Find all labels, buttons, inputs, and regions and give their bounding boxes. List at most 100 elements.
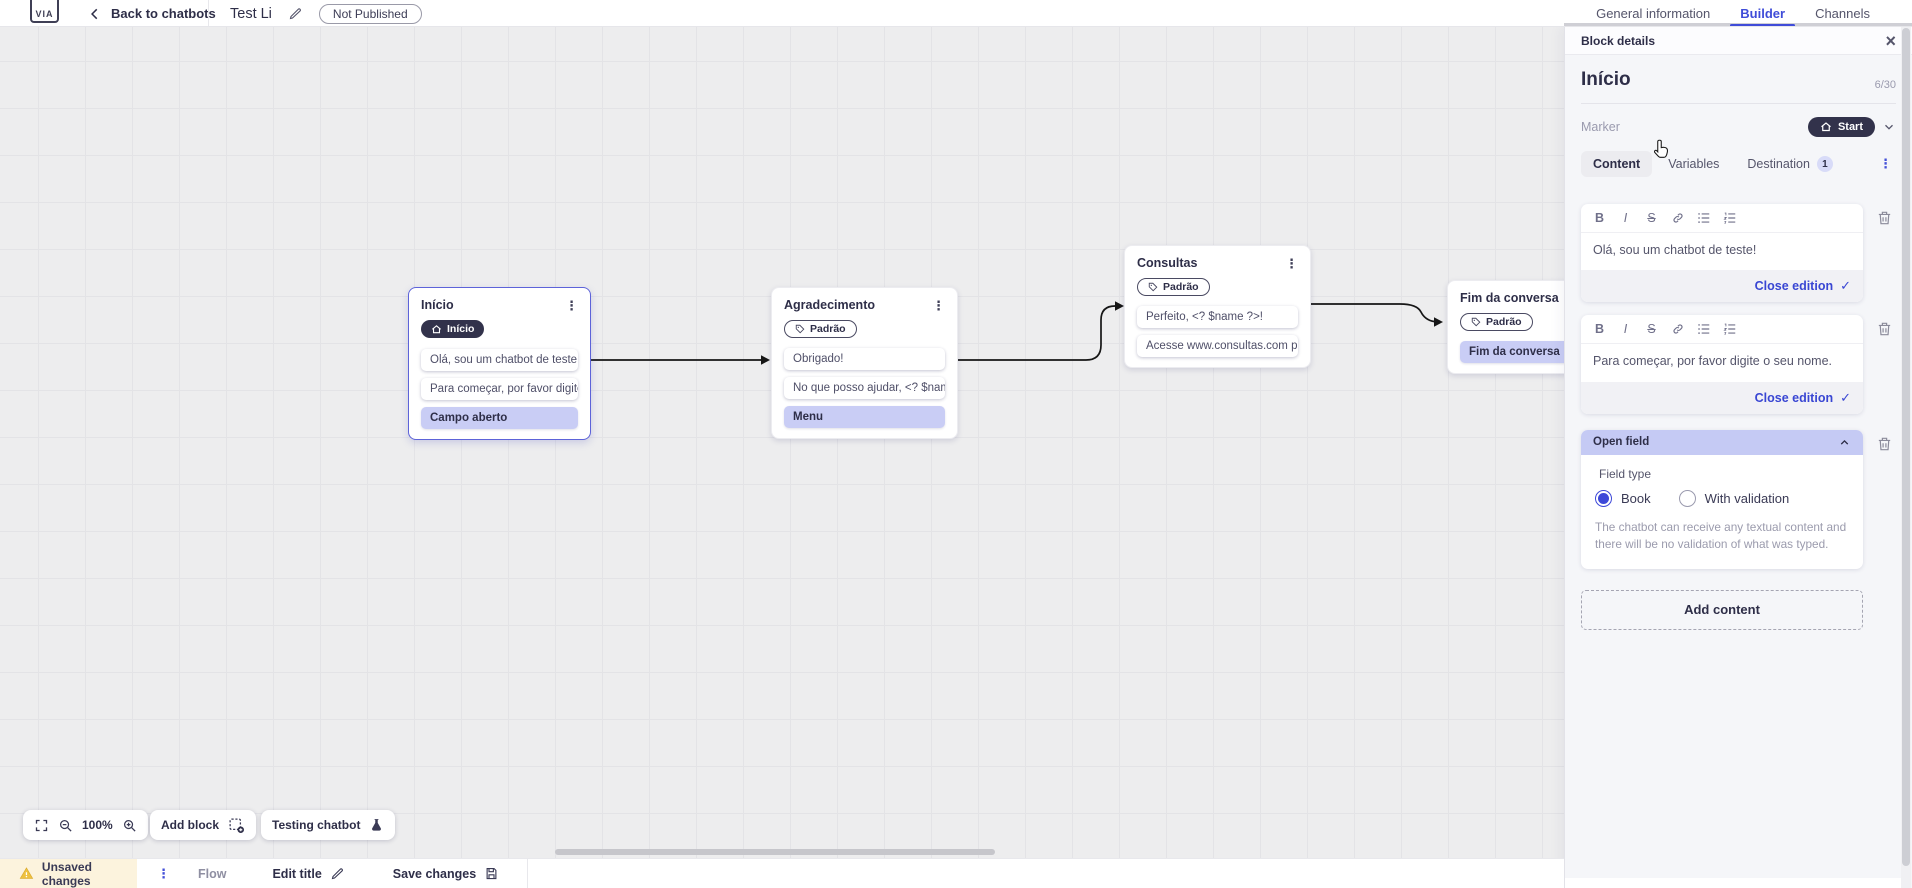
block-content-item[interactable]: Para começar, por favor digite o ... bbox=[421, 377, 578, 400]
flow-block-inicio[interactable]: Início ⋮ Início Olá, sou um chatbot de t… bbox=[408, 287, 591, 440]
flow-block-agradecimento[interactable]: Agradecimento ⋮ Padrão Obrigado! No que p… bbox=[771, 287, 958, 439]
block-marker-start: Início bbox=[421, 320, 485, 338]
close-panel-icon[interactable]: × bbox=[1885, 30, 1896, 51]
radio-dot bbox=[1595, 489, 1612, 507]
edit-title-pencil-icon[interactable] bbox=[288, 6, 303, 21]
block-marker-default: Padrão bbox=[784, 320, 857, 338]
name-char-counter: 6/30 bbox=[1874, 79, 1896, 91]
close-edition-link[interactable]: Close edition bbox=[1754, 279, 1834, 294]
block-content-item[interactable]: Obrigado! bbox=[784, 348, 945, 370]
bold-icon[interactable]: B bbox=[1594, 322, 1605, 337]
statusbar-menu-icon[interactable]: ⋮ bbox=[157, 865, 170, 881]
home-icon bbox=[432, 324, 441, 333]
delete-content-icon[interactable] bbox=[1876, 320, 1896, 338]
chevron-up-icon[interactable] bbox=[1838, 436, 1851, 449]
tab-channels[interactable]: Channels bbox=[1815, 6, 1870, 21]
bold-icon[interactable]: B bbox=[1594, 211, 1605, 225]
text-editor-card: B I S Para começar, por favor digite o s… bbox=[1581, 315, 1863, 414]
block-items: Obrigado! No que posso ajudar, <? $name .… bbox=[784, 348, 945, 428]
flow-canvas[interactable] bbox=[0, 27, 1564, 858]
numbered-list-icon[interactable] bbox=[1723, 211, 1736, 225]
block-items: Perfeito, <? $name ?>! Acesse www.consult… bbox=[1137, 306, 1298, 357]
close-edition-link[interactable]: Close edition bbox=[1754, 390, 1834, 405]
link-icon[interactable] bbox=[1671, 211, 1684, 225]
bullet-list-icon[interactable] bbox=[1697, 322, 1710, 336]
rich-text-toolbar: B I S bbox=[1581, 204, 1863, 233]
strikethrough-icon[interactable]: S bbox=[1647, 211, 1656, 225]
chevron-down-icon[interactable] bbox=[1882, 120, 1896, 134]
radio-book[interactable]: Book bbox=[1595, 489, 1651, 507]
back-chevron-icon bbox=[91, 8, 98, 19]
message-text-input[interactable]: Para começar, por favor digite o seu nom… bbox=[1581, 344, 1863, 382]
panel-scrollbar-thumb[interactable] bbox=[1902, 28, 1910, 866]
block-menu-icon[interactable]: ⋮ bbox=[1285, 255, 1298, 271]
block-items: Olá, sou um chatbot de teste! Para começa… bbox=[421, 348, 578, 429]
flask-icon bbox=[369, 817, 384, 833]
marker-label: Marker bbox=[1581, 120, 1620, 134]
add-content-button[interactable]: Add content bbox=[1581, 589, 1863, 630]
save-icon bbox=[486, 867, 497, 880]
fullscreen-icon[interactable] bbox=[34, 818, 49, 833]
back-to-chatbots-button[interactable]: Back to chatbots bbox=[88, 0, 216, 26]
open-field-header[interactable]: Open field bbox=[1581, 429, 1863, 455]
top-bar: VIA Back to chatbots Test Li Not Publish… bbox=[0, 0, 1912, 27]
home-icon bbox=[1821, 122, 1831, 132]
panel-scrollbar[interactable] bbox=[1901, 27, 1911, 888]
block-content-item[interactable]: Campo aberto bbox=[421, 406, 578, 429]
testing-chatbot-button[interactable]: Testing chatbot bbox=[261, 810, 396, 840]
topbar-divider bbox=[208, 0, 209, 26]
canvas-horizontal-scrollbar[interactable] bbox=[555, 849, 995, 855]
italic-icon[interactable]: I bbox=[1623, 322, 1628, 337]
flow-block-consultas[interactable]: Consultas ⋮ Padrão Perfeito, <? $name ?>… bbox=[1124, 245, 1311, 368]
bullet-list-icon[interactable] bbox=[1697, 211, 1710, 225]
block-menu-icon[interactable]: ⋮ bbox=[565, 297, 578, 313]
marker-start-pill[interactable]: Start bbox=[1807, 117, 1875, 137]
panel-menu-icon[interactable]: ⋮ bbox=[1879, 156, 1892, 171]
block-content-item[interactable]: Perfeito, <? $name ?>! bbox=[1137, 306, 1298, 328]
add-block-button[interactable]: Add block bbox=[150, 810, 257, 840]
tab-content[interactable]: Content bbox=[1581, 151, 1653, 177]
zoom-in-icon[interactable] bbox=[122, 818, 137, 833]
message-text-input[interactable]: Olá, sou um chatbot de teste! bbox=[1581, 233, 1863, 271]
edit-title-button[interactable]: Edit title bbox=[272, 866, 344, 881]
canvas-zoom-toolbar: 100% bbox=[23, 810, 148, 840]
block-menu-icon[interactable]: ⋮ bbox=[932, 297, 945, 313]
unsaved-changes-indicator: Unsaved changes bbox=[0, 859, 137, 888]
block-content-item[interactable]: Olá, sou um chatbot de teste! bbox=[421, 348, 578, 371]
italic-icon[interactable]: I bbox=[1623, 211, 1628, 225]
zoom-out-icon[interactable] bbox=[58, 818, 73, 833]
destination-count-badge: 1 bbox=[1816, 156, 1833, 172]
radio-with-validation[interactable]: With validation bbox=[1678, 489, 1789, 507]
main-tabs: General information Builder Channels bbox=[1596, 0, 1870, 26]
block-title: Início bbox=[421, 298, 454, 312]
field-type-label: Field type bbox=[1599, 466, 1652, 481]
zoom-level: 100% bbox=[82, 818, 113, 832]
block-content-item[interactable]: Menu bbox=[784, 406, 945, 428]
status-bar: Unsaved changes ⋮ Flow Edit title Save c… bbox=[0, 858, 1564, 888]
open-field-card: Open field Field type Book With validati… bbox=[1581, 429, 1863, 569]
flow-view-label[interactable]: Flow bbox=[198, 866, 227, 881]
block-marker-default: Padrão bbox=[1460, 313, 1533, 331]
block-name-input[interactable]: Início bbox=[1581, 69, 1631, 90]
tab-destination[interactable]: Destination 1 bbox=[1735, 150, 1845, 178]
check-icon: ✓ bbox=[1840, 389, 1851, 405]
tag-icon bbox=[795, 324, 805, 334]
link-icon[interactable] bbox=[1671, 322, 1684, 336]
chatbot-title: Test Li bbox=[230, 5, 272, 22]
save-changes-button[interactable]: Save changes bbox=[393, 866, 499, 881]
tab-variables[interactable]: Variables bbox=[1668, 157, 1720, 171]
block-content-item[interactable]: No que posso ajudar, <? $name ... bbox=[784, 377, 945, 399]
warning-icon bbox=[19, 867, 34, 879]
tab-general-information[interactable]: General information bbox=[1596, 6, 1711, 21]
delete-content-icon[interactable] bbox=[1876, 209, 1896, 227]
delete-content-icon[interactable] bbox=[1876, 435, 1896, 453]
block-title: Consultas bbox=[1137, 256, 1198, 270]
block-content-item[interactable]: Acesse www.consultas.com par... bbox=[1137, 335, 1298, 357]
block-title: Agradecimento bbox=[784, 298, 875, 312]
numbered-list-icon[interactable] bbox=[1723, 322, 1736, 336]
tab-builder[interactable]: Builder bbox=[1730, 0, 1795, 26]
statusbar-divider bbox=[527, 859, 529, 888]
block-title: Fim da conversa bbox=[1460, 291, 1559, 305]
strikethrough-icon[interactable]: S bbox=[1647, 322, 1656, 337]
panel-title: Block details bbox=[1581, 33, 1656, 48]
